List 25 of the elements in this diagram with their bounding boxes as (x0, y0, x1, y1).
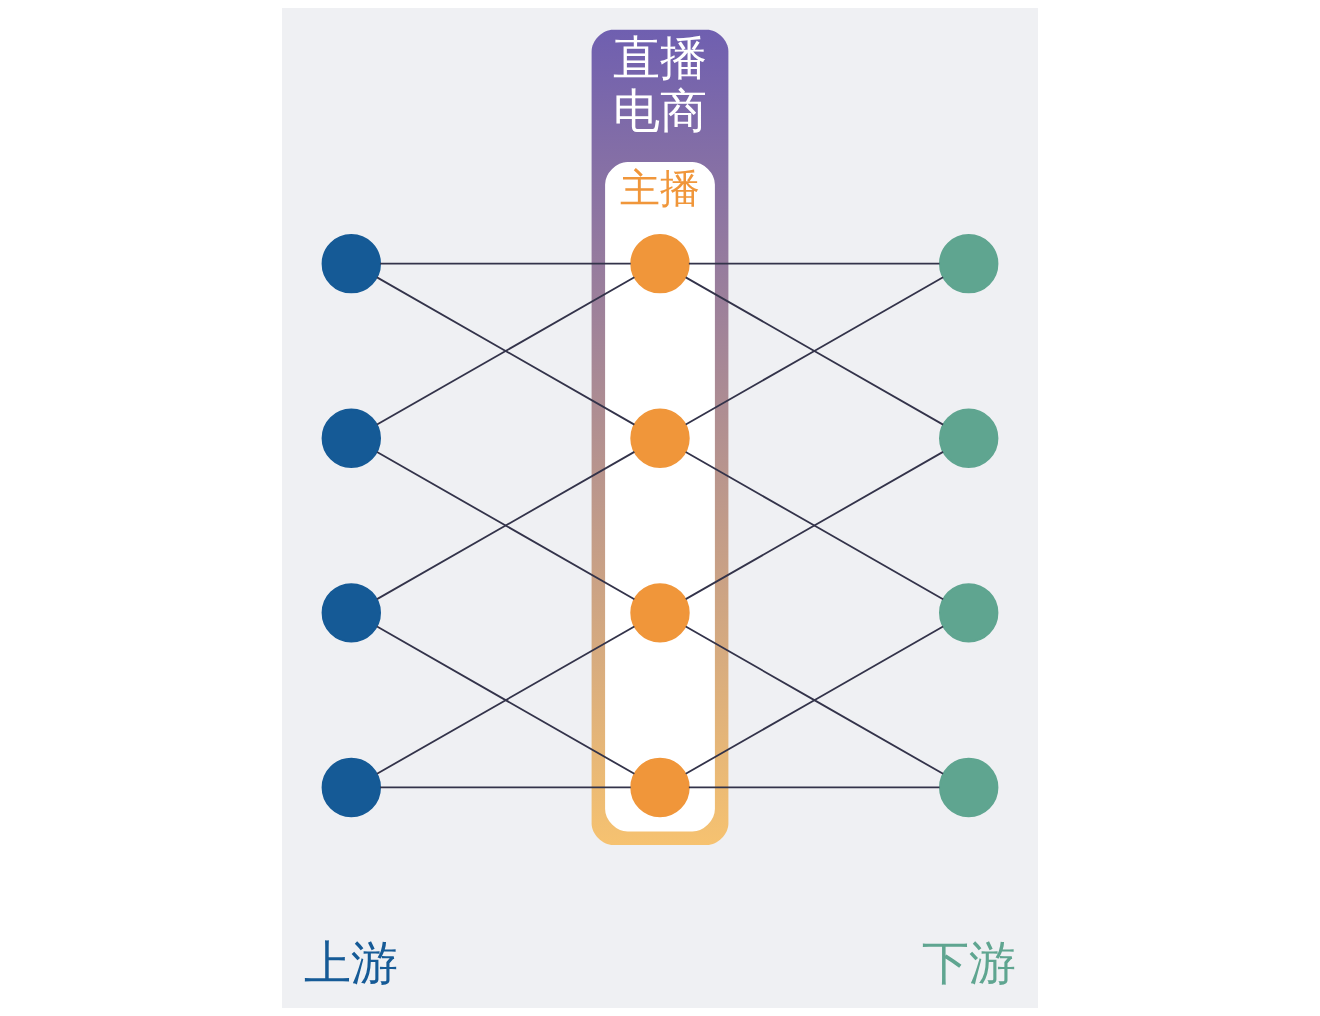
node-circle (321, 233, 381, 294)
node-circle (321, 408, 381, 468)
connector (376, 451, 636, 601)
connector (379, 786, 632, 789)
connector (687, 786, 941, 789)
node-circle (939, 233, 999, 294)
cluster: 主播 (605, 161, 715, 832)
node-circle (939, 757, 999, 818)
connector (684, 451, 944, 601)
node-circle (630, 408, 690, 468)
connector (684, 276, 944, 426)
node-circle (630, 757, 690, 818)
label: 上游 (304, 935, 399, 990)
connector (379, 262, 632, 265)
connector (376, 625, 636, 775)
connector (376, 276, 636, 426)
node-circle (321, 583, 381, 643)
label: 下游 (921, 935, 1016, 990)
node-circle (630, 233, 690, 294)
connector (687, 262, 941, 265)
connector (684, 625, 944, 775)
node-circle (939, 408, 999, 468)
node-circle (939, 583, 999, 643)
node-circle (630, 583, 690, 643)
node-circle (321, 757, 381, 818)
